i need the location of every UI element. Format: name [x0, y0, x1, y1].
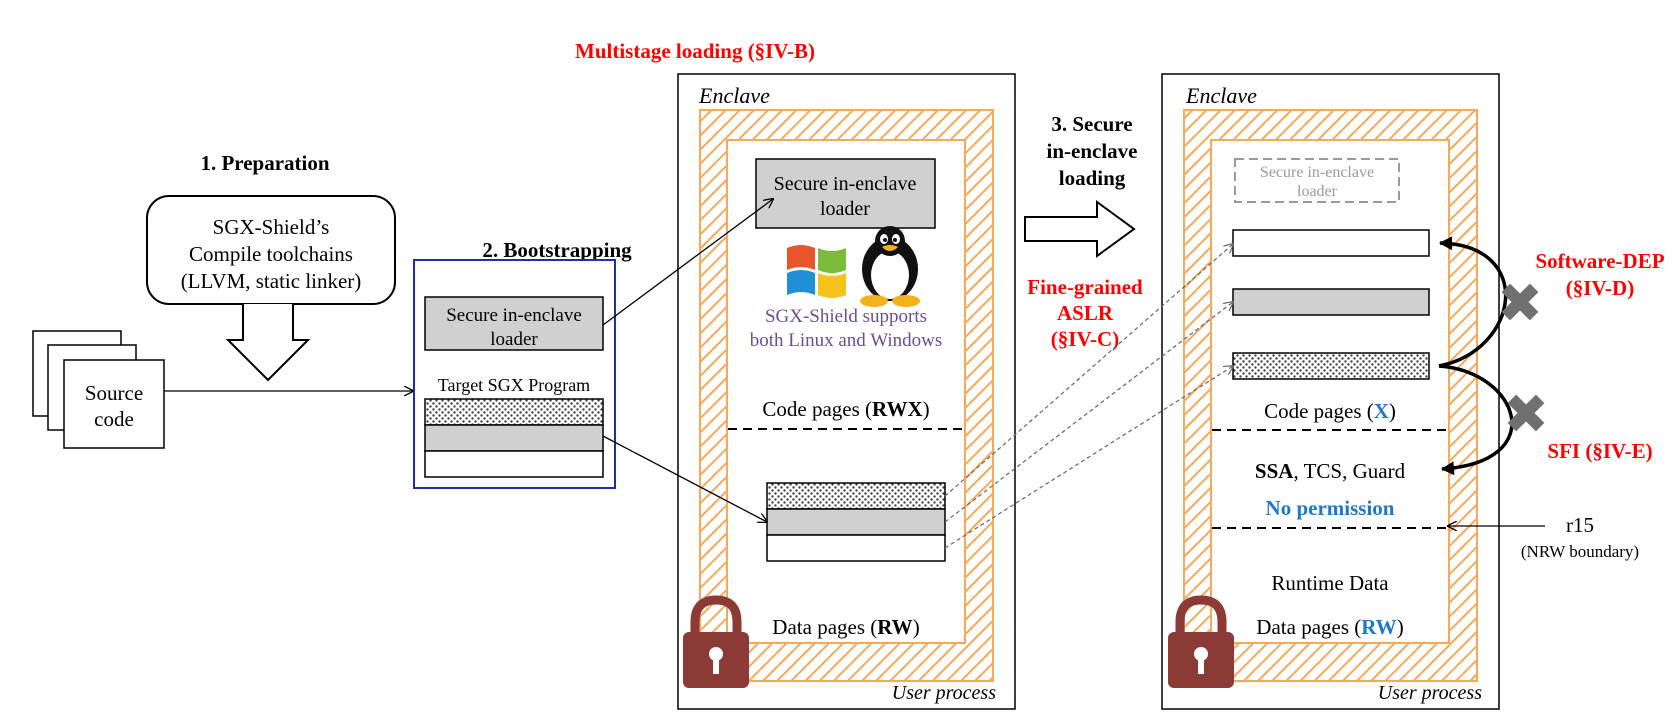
support-line-1: SGX-Shield supports — [765, 306, 927, 327]
software-dep-arrow — [1438, 236, 1508, 368]
enclave-1-code-pages: Code pages (RWX) — [762, 397, 929, 421]
program-loader-line-2: loader — [490, 329, 538, 350]
enclave-2-code-block-dotted — [1232, 352, 1430, 380]
padlock-icon — [683, 595, 749, 688]
padlock-icon — [1168, 595, 1234, 688]
cross-icon — [1507, 394, 1545, 432]
toolchain-line-1: SGX-Shield’s — [213, 215, 330, 239]
sfi-arrow — [1438, 364, 1514, 476]
toolchain-line-2: Compile toolchains — [189, 242, 353, 266]
enclave-1-loader-line-1: Secure in-enclave — [774, 173, 917, 195]
ssa-tcs-guard: SSA, TCS, Guard — [1255, 459, 1406, 483]
source-code-line-2: code — [94, 407, 134, 431]
program-code-block-dotted — [424, 398, 604, 426]
enclave-2-loader-line-2: loader — [1297, 183, 1338, 200]
relocate-arrow-3 — [944, 366, 1233, 549]
program-to-data-arrow — [602, 435, 767, 522]
r15-note: (NRW boundary) — [1521, 542, 1639, 561]
step-preparation-label: 1. Preparation — [200, 151, 329, 175]
enclave-1: Enclave User process Secure in-enclave l… — [677, 73, 1016, 710]
r15-label: r15 — [1566, 513, 1594, 537]
no-permission-label: No permission — [1266, 496, 1395, 520]
down-arrow — [225, 304, 311, 382]
enclave-1-footer: User process — [892, 682, 996, 704]
program-code-block-gray — [424, 424, 604, 452]
enclave-2: Enclave User process Secure in-enclave l… — [1161, 73, 1500, 710]
right-arrow — [1024, 200, 1136, 258]
enclave-1-data-block-dotted — [766, 482, 946, 510]
program-code-block-white — [424, 450, 604, 478]
aslr-line-1: Fine-grained — [1027, 275, 1143, 299]
tux-penguin-icon — [860, 226, 920, 307]
program-loader-line-1: Secure in-enclave — [446, 305, 582, 326]
toolchain-line-3: (LLVM, static linker) — [181, 269, 362, 293]
relocate-arrow-2 — [944, 302, 1233, 523]
runtime-data-label: Runtime Data — [1271, 571, 1389, 595]
aslr-line-2: ASLR — [1057, 301, 1114, 325]
enclave-1-loader-line-2: loader — [820, 198, 870, 220]
enclave-2-loader-ghost — [1234, 158, 1400, 203]
support-line-2: both Linux and Windows — [750, 330, 943, 351]
sfi-label: SFI (§IV-E) — [1547, 439, 1652, 463]
target-program-label: Target SGX Program — [438, 375, 590, 395]
source-code-stack: Source code — [32, 330, 165, 449]
sgx-program-box: Secure in-enclave loader Target SGX Prog… — [413, 259, 616, 489]
enclave-2-code-block-white — [1232, 229, 1430, 257]
loader-to-enclave-arrow — [602, 199, 773, 326]
step-secure-loading-line-2: in-enclave — [1047, 139, 1138, 163]
enclave-1-data-block-white — [766, 534, 946, 562]
enclave-2-data-pages: Data pages (RW) — [1256, 615, 1403, 639]
step-secure-loading-line-1: 3. Secure — [1051, 112, 1132, 136]
enclave-2-code-pages: Code pages (X) — [1264, 399, 1396, 423]
step-bootstrapping-label: 2. Bootstrapping — [482, 238, 632, 262]
software-dep-line-2: (§IV-D) — [1566, 276, 1634, 300]
enclave-2-code-block-gray — [1232, 288, 1430, 316]
enclave-2-loader-line-1: Secure in-enclave — [1260, 164, 1374, 181]
enclave-1-data-pages: Data pages (RW) — [772, 615, 919, 639]
enclave-2-footer: User process — [1378, 682, 1482, 704]
software-dep-line-1: Software-DEP — [1535, 249, 1664, 273]
multistage-loading-title: Multistage loading (§IV-B) — [575, 39, 815, 63]
enclave-1-title: Enclave — [698, 83, 770, 108]
toolchain-callout: SGX-Shield’s Compile toolchains (LLVM, s… — [146, 195, 396, 305]
enclave-2-title: Enclave — [1185, 83, 1257, 108]
source-code-line-1: Source — [85, 381, 143, 405]
aslr-line-3: (§IV-C) — [1051, 327, 1119, 351]
relocate-arrow-1 — [944, 244, 1233, 497]
windows-logo-icon — [787, 245, 846, 298]
enclave-1-data-block-gray — [766, 508, 946, 536]
cross-icon — [1501, 283, 1539, 321]
step-secure-loading-line-3: loading — [1059, 166, 1126, 190]
